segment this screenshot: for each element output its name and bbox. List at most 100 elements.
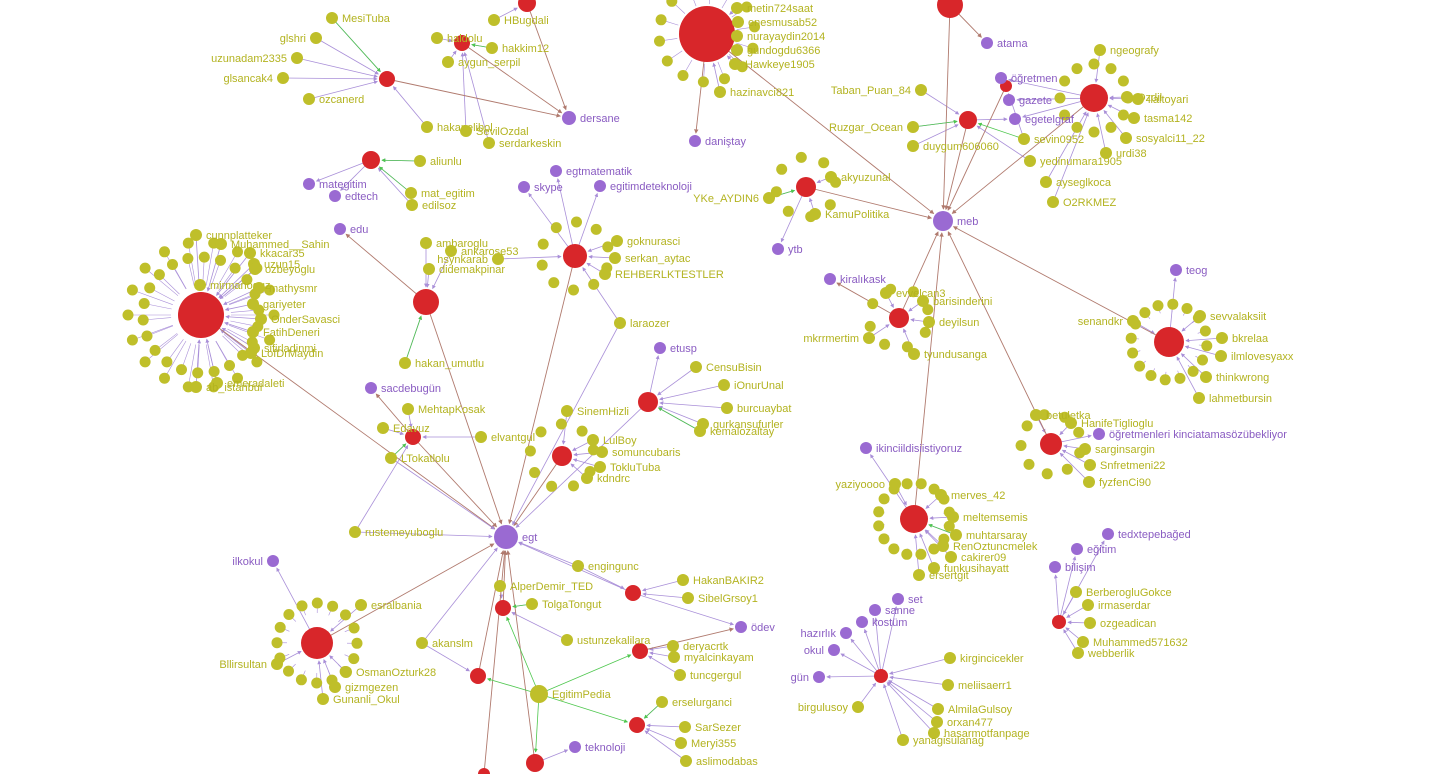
user-node[interactable]: burcuaybat — [721, 402, 791, 415]
hub-node[interactable] — [679, 6, 735, 62]
hub-dot[interactable] — [495, 600, 511, 616]
hub-dot[interactable] — [518, 0, 536, 12]
node-dot[interactable] — [488, 14, 500, 26]
node-dot[interactable] — [674, 669, 686, 681]
user-node[interactable]: kemalozaltay — [694, 425, 775, 438]
node-dot[interactable] — [406, 199, 418, 211]
node-dot[interactable] — [913, 569, 925, 581]
node-dot[interactable] — [1216, 332, 1228, 344]
hub-node[interactable] — [563, 244, 587, 268]
hub-dot[interactable] — [379, 71, 395, 87]
user-node[interactable]: enesmusab52 — [732, 16, 817, 29]
node-dot[interactable] — [931, 716, 943, 728]
hub-dot[interactable] — [478, 768, 490, 774]
node-dot[interactable] — [675, 737, 687, 749]
node-dot[interactable] — [340, 666, 352, 678]
hashtag-node[interactable]: daniştay — [689, 135, 746, 148]
hub-dot[interactable] — [796, 177, 816, 197]
user-node[interactable]: Gunanli_Okul — [317, 693, 400, 706]
user-node[interactable]: glshri — [280, 32, 322, 45]
user-node[interactable]: HBugdali — [488, 14, 549, 27]
user-node[interactable]: rustemeyuboglu — [349, 526, 443, 539]
user-node[interactable]: hasarmotfanpage — [928, 727, 1030, 740]
node-dot[interactable] — [735, 621, 747, 633]
user-node[interactable]: meltemsemis — [947, 511, 1028, 524]
node-dot[interactable] — [824, 273, 836, 285]
user-node[interactable]: ankarose53 — [445, 245, 519, 258]
node-dot[interactable] — [763, 192, 775, 204]
node-dot[interactable] — [1200, 371, 1212, 383]
node-dot[interactable] — [942, 679, 954, 691]
node-dot[interactable] — [460, 125, 472, 137]
node-dot[interactable] — [721, 402, 733, 414]
hub-node[interactable] — [629, 717, 645, 733]
node-dot[interactable] — [599, 268, 611, 280]
node-dot[interactable] — [402, 403, 414, 415]
user-node[interactable]: Taban_Puan_84 — [831, 84, 927, 97]
user-node[interactable]: elvantgul — [475, 431, 535, 444]
node-dot[interactable] — [917, 295, 929, 307]
node-dot[interactable] — [365, 382, 377, 394]
user-node[interactable]: hsynkarab — [437, 253, 504, 266]
user-node[interactable]: Hawkeye1905 — [729, 58, 815, 71]
hub-dot[interactable] — [552, 446, 572, 466]
user-node[interactable]: sevin0952 — [1018, 133, 1084, 146]
user-node[interactable]: mat_egitim — [405, 187, 475, 200]
hashtag-node[interactable]: hazırlık — [801, 627, 852, 640]
user-node[interactable]: cakirer09 — [945, 551, 1006, 564]
hub-dot[interactable] — [470, 668, 486, 684]
user-node[interactable]: HanifeTiglioglu — [1065, 417, 1153, 430]
node-dot[interactable] — [267, 555, 279, 567]
node-dot[interactable] — [690, 361, 702, 373]
hashtag-node[interactable]: set — [892, 593, 923, 606]
hub-node[interactable] — [413, 289, 439, 315]
node-dot[interactable] — [840, 627, 852, 639]
user-node[interactable]: serkan_aytac — [609, 252, 691, 265]
node-dot[interactable] — [729, 58, 741, 70]
hub-node[interactable] — [478, 768, 490, 774]
user-node[interactable]: hazinavci821 — [714, 86, 794, 99]
node-dot[interactable] — [1079, 443, 1091, 455]
user-node[interactable]: MesiTuba — [326, 12, 391, 25]
node-dot[interactable] — [668, 651, 680, 663]
user-node[interactable]: somuncubaris — [596, 446, 681, 459]
user-node[interactable]: ayseglkoca — [1040, 176, 1112, 189]
node-dot[interactable] — [561, 405, 573, 417]
user-node[interactable]: Muhammed571632 — [1077, 636, 1188, 649]
node-dot[interactable] — [247, 326, 259, 338]
node-dot[interactable] — [1070, 586, 1082, 598]
node-dot[interactable] — [1132, 93, 1144, 105]
hub-node[interactable] — [379, 71, 395, 87]
node-dot[interactable] — [596, 446, 608, 458]
node-dot[interactable] — [587, 434, 599, 446]
hub-dot[interactable] — [1040, 433, 1062, 455]
user-node[interactable]: SarSezer — [679, 721, 741, 734]
hashtag-node[interactable]: edu — [334, 223, 368, 236]
user-node[interactable]: esralbania — [355, 599, 423, 612]
node-dot[interactable] — [614, 317, 626, 329]
node-dot[interactable] — [1094, 44, 1106, 56]
node-dot[interactable] — [897, 734, 909, 746]
node-dot[interactable] — [732, 16, 744, 28]
user-node[interactable]: kkacar35 — [244, 247, 305, 260]
hub-node[interactable] — [1154, 327, 1184, 357]
user-node[interactable]: tuncgergul — [674, 669, 741, 682]
node-dot[interactable] — [445, 245, 457, 257]
hub-dot[interactable] — [625, 585, 641, 601]
node-dot[interactable] — [852, 701, 864, 713]
hub-node[interactable] — [470, 668, 486, 684]
user-node[interactable]: sarginsargin — [1079, 443, 1155, 456]
hub-dot[interactable] — [874, 669, 888, 683]
node-dot[interactable] — [377, 422, 389, 434]
node-dot[interactable] — [892, 593, 904, 605]
node-dot[interactable] — [907, 140, 919, 152]
node-dot[interactable] — [908, 348, 920, 360]
hashtag-node[interactable]: teknoloji — [569, 741, 625, 754]
hub-node[interactable] — [1052, 615, 1066, 629]
node-dot[interactable] — [562, 111, 576, 125]
node-dot[interactable] — [423, 263, 435, 275]
hub-node[interactable] — [796, 177, 816, 197]
node-dot[interactable] — [194, 279, 206, 291]
node-dot[interactable] — [1040, 176, 1052, 188]
node-dot[interactable] — [677, 574, 689, 586]
